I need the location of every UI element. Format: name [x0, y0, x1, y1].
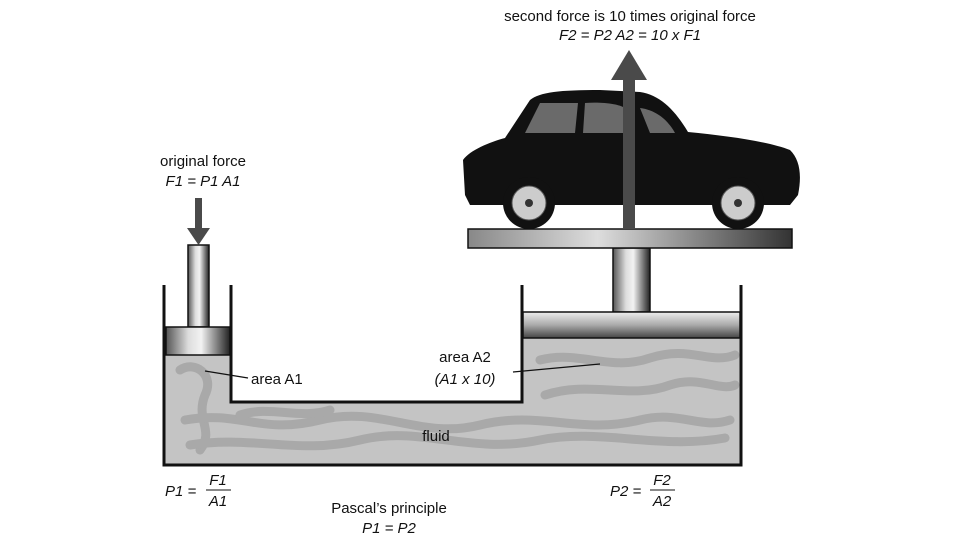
large-piston: [522, 311, 741, 339]
area1-label: area A1: [251, 371, 303, 388]
svg-text:P1 =: P1 =: [165, 483, 197, 500]
top-label-line2: F2 = P2 A2 = 10 x F1: [559, 27, 701, 44]
lift-platform: [467, 228, 793, 249]
principle-line2: P1 = P2: [362, 520, 416, 537]
principle-line1: Pascal’s principle: [331, 500, 447, 517]
large-piston-rod: [612, 247, 651, 313]
area1-leader: [204, 370, 249, 379]
up-arrow-icon: [611, 50, 647, 229]
down-arrow-icon: [187, 198, 210, 245]
fluid-swirls: [175, 349, 740, 455]
svg-text:P2 =: P2 =: [610, 483, 642, 500]
p2-formula: P2 = F2 A2: [610, 472, 675, 510]
svg-text:F1: F1: [209, 472, 227, 489]
small-piston-rod: [187, 244, 210, 328]
svg-text:F2: F2: [653, 472, 671, 489]
left-label-line2: F1 = P1 A1: [166, 173, 241, 190]
container-outline: [162, 285, 743, 467]
left-label-line1: original force: [160, 153, 246, 170]
svg-text:A1: A1: [208, 493, 227, 510]
small-piston: [165, 326, 231, 356]
top-label-line1: second force is 10 times original force: [504, 8, 756, 25]
p1-formula: P1 = F1 A1: [165, 472, 231, 510]
area2-leader: [512, 363, 601, 373]
area2-label-line2: (A1 x 10): [435, 371, 496, 388]
svg-text:A2: A2: [652, 493, 672, 510]
area2-label-line1: area A2: [439, 349, 491, 366]
fluid-label: fluid: [422, 428, 450, 445]
